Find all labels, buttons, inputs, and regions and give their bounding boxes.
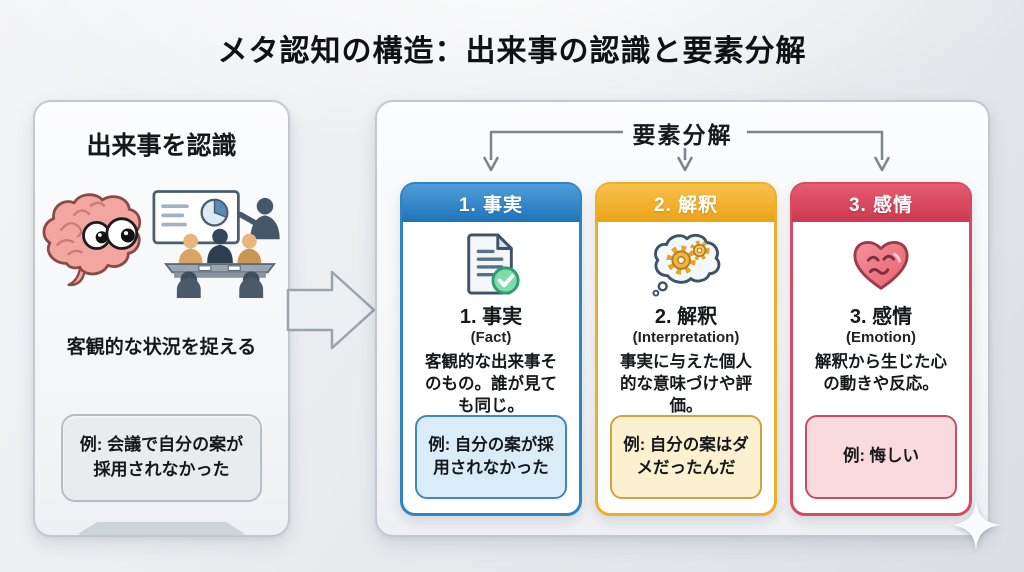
heart-face-icon — [849, 230, 913, 298]
emotion-card-description: 解釈から生じた心の動きや反応。 — [815, 353, 947, 393]
interpretation-card-description: 事実に与えた個人的な意味づけや評価。 — [620, 353, 752, 415]
decomposition-panel: 要素分解 1. 事実 1. 事実 (Fact) — [375, 100, 1000, 550]
emotion-card-body: 3. 感情 (Emotion) 解釈から生じた心の動きや反応。 — [793, 222, 969, 396]
emotion-card-title: 3. 感情 — [849, 306, 913, 328]
left-panel-caption: 客観的な状況を捉える — [66, 337, 257, 358]
interpretation-card-example-box: 例: 自分の案はダメだったんだ — [610, 415, 762, 499]
interpretation-card-body: 2. 解釈 (Interpretation) 事実に与えた個人的な意味づけや評価… — [598, 222, 774, 417]
emotion-card-header: 3. 感情 — [792, 184, 970, 222]
recognition-illustration — [35, 178, 288, 310]
right-arrow-icon — [286, 266, 378, 354]
decomposition-label: 要素分解 — [632, 122, 733, 148]
fact-card-body: 1. 事実 (Fact) 客観的な出来事そのもの。誰が見ても同じ。 — [403, 222, 579, 417]
sparkle-icon — [950, 499, 1002, 551]
fact-card-header: 1. 事実 — [402, 184, 580, 222]
fact-card-example-box: 例: 自分の案が採用されなかった — [415, 415, 567, 499]
left-panel-title: 出来事を認識 — [86, 132, 237, 160]
emotion-card-example-box: 例: 悔しい — [805, 415, 957, 499]
fact-card: 1. 事実 1. 事実 (Fact) 客観的な出来事そのもの。誰が見ても — [400, 182, 582, 516]
meeting-presentation-icon — [151, 186, 289, 303]
emotion-card: 3. 感情 — [790, 182, 972, 516]
interpretation-card-title: 2. 解釈 — [654, 306, 718, 328]
brain-with-eyes-icon — [35, 188, 147, 301]
interpretation-card-subtitle: (Interpretation) — [632, 329, 740, 346]
fact-card-title: 1. 事実 — [459, 306, 523, 328]
document-check-icon — [460, 230, 522, 298]
event-recognition-panel: 出来事を認識 — [33, 100, 290, 537]
fact-card-subtitle: (Fact) — [470, 329, 512, 346]
fact-card-description: 客観的な出来事そのもの。誰が見ても同じ。 — [425, 353, 557, 415]
left-panel-example-box: 例: 会議で自分の案が採用されなかった — [61, 414, 262, 502]
interpretation-card: 2. 解釈 2. 解釈 (Interpr — [595, 182, 777, 516]
emotion-card-subtitle: (Emotion) — [846, 329, 916, 346]
page-title: メタ認知の構造：出来事の認識と要素分解 — [217, 35, 807, 68]
thought-gears-icon — [648, 230, 724, 298]
interpretation-card-header: 2. 解釈 — [597, 184, 775, 222]
